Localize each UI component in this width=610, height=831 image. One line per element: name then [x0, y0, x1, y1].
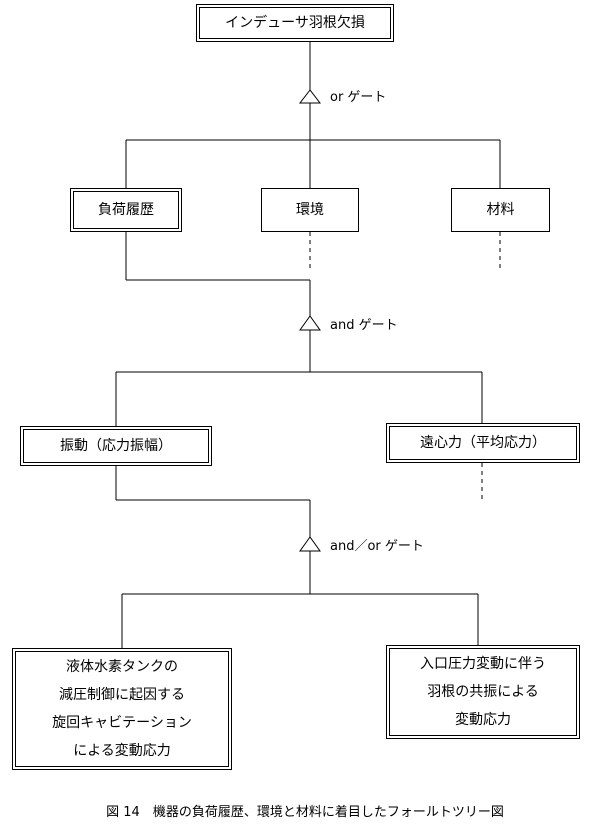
- centrifugal-box: 遠心力（平均応力）: [386, 423, 580, 463]
- cavitation-line-4: による変動応力: [73, 743, 171, 759]
- cavitation-line-3: 旋回キャビテーション: [52, 715, 192, 731]
- figure-caption: 図 14 機器の負荷履歴、環境と材料に着目したフォールトツリー図: [106, 805, 504, 820]
- resonance-line-2: 羽根の共振による: [427, 684, 539, 700]
- resonance-line-1: 入口圧力変動に伴う: [420, 656, 546, 672]
- load-history-label: 負荷履歴: [98, 202, 154, 218]
- top-event-label: インデューサ羽根欠損: [225, 15, 365, 31]
- top-event-box: インデューサ羽根欠損: [196, 4, 394, 42]
- and-or-gate-symbol: [299, 536, 321, 552]
- cavitation-line-2: 減圧制御に起因する: [59, 687, 185, 703]
- centrifugal-label: 遠心力（平均応力）: [420, 435, 546, 451]
- or-gate-symbol: [298, 89, 322, 104]
- or-gate-label: or ゲート: [330, 90, 387, 105]
- cavitation-cause-box: 液体水素タンクの 減圧制御に起因する 旋回キャビテーション による変動応力: [12, 648, 232, 770]
- material-label: 材料: [486, 202, 515, 218]
- load-history-box: 負荷履歴: [70, 188, 182, 232]
- environment-box: 環境: [261, 188, 359, 232]
- resonance-cause-box: 入口圧力変動に伴う 羽根の共振による 変動応力: [386, 645, 580, 739]
- and-or-gate-label: and／or ゲート: [330, 539, 424, 554]
- cavitation-line-1: 液体水素タンクの: [66, 659, 178, 675]
- and-gate-label: and ゲート: [330, 318, 398, 333]
- vibration-box: 振動（応力振幅）: [20, 426, 212, 466]
- and-gate-symbol: [299, 315, 321, 331]
- material-box: 材料: [451, 188, 550, 232]
- resonance-line-3: 変動応力: [455, 712, 511, 728]
- vibration-label: 振動（応力振幅）: [60, 438, 172, 454]
- environment-label: 環境: [296, 202, 324, 218]
